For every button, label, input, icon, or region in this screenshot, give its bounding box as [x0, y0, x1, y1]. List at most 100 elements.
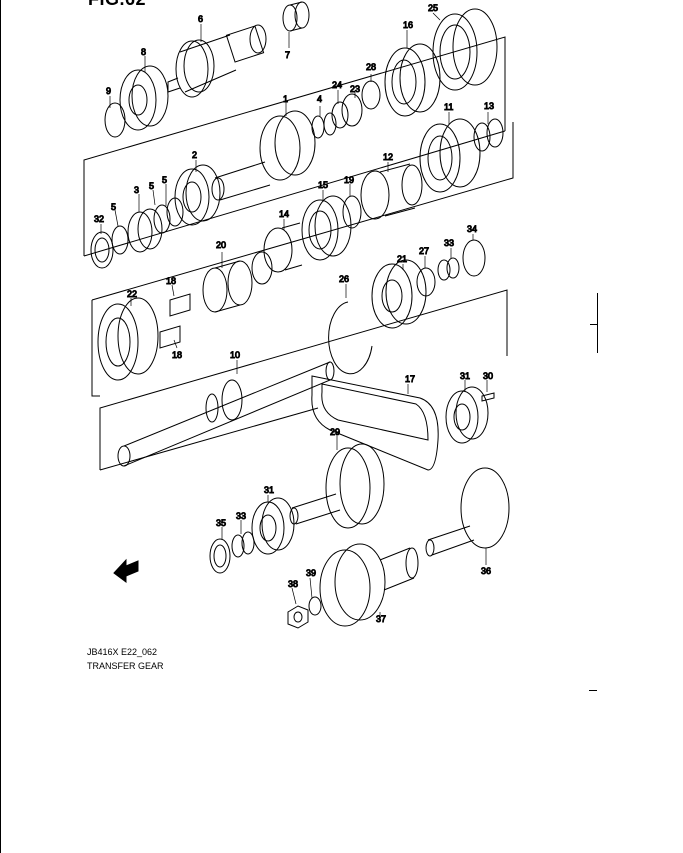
callout-15: 15 [318, 180, 328, 190]
callout-leader-lines [100, 12, 489, 620]
figure-caption: TRANSFER GEAR [87, 661, 164, 671]
callout-14: 14 [279, 209, 289, 219]
callout-25: 25 [428, 3, 438, 13]
callout-32: 32 [94, 214, 104, 224]
part-19-ring [342, 195, 362, 229]
part-5-shim-c [111, 225, 129, 255]
part-5-shim-a [153, 204, 171, 234]
callout-11: 11 [444, 102, 453, 112]
upper-group-frame [83, 36, 506, 256]
part-36-gear-shaft [425, 467, 510, 557]
callout-24: 24 [332, 80, 342, 90]
page-left-border [0, 0, 1, 853]
part-33-needle-bearing-upper [437, 257, 460, 281]
part-7-needle-bearing [282, 1, 310, 32]
callout-10: 10 [230, 350, 240, 360]
front-direction-arrow-icon [113, 558, 139, 583]
figure-title: FIG.62 [88, 0, 146, 10]
callout-22: 22 [127, 289, 137, 299]
part-23-ring [331, 101, 349, 129]
callout-7: 7 [285, 50, 290, 60]
part-8-ball-bearing [119, 65, 169, 131]
part-17-drive-chain [311, 375, 439, 471]
margin-tick [597, 293, 598, 353]
callout-21: 21 [397, 254, 407, 264]
part-20-needle-roller [202, 260, 253, 313]
callout-33-upper: 33 [444, 238, 454, 248]
callout-37: 37 [376, 614, 386, 624]
part-21-bearing [371, 259, 427, 329]
part-15-synchro-sleeve [301, 195, 352, 261]
callout-27: 27 [419, 246, 429, 256]
callout-6: 6 [198, 14, 203, 24]
callout-5c: 5 [111, 202, 116, 212]
part-27-snap-ring [416, 267, 436, 297]
margin-tick-cross [590, 324, 597, 325]
part-28-ring [361, 80, 381, 110]
part-6-pinion-shaft [167, 24, 267, 98]
callout-31-upper: 31 [460, 371, 470, 381]
callout-9: 9 [106, 86, 111, 96]
margin-dash [589, 690, 597, 691]
callout-5a: 5 [149, 181, 154, 191]
callout-35: 35 [216, 518, 226, 528]
part-9-snap-ring [104, 102, 126, 138]
part-2-bearing [174, 164, 221, 226]
part-1-gear-shaft [211, 110, 316, 201]
part-39-washer [308, 596, 322, 616]
part-16-synchro-sleeve [384, 43, 441, 117]
callout-4: 4 [317, 94, 322, 104]
part-18-bearing-half-a [169, 293, 191, 317]
callout-33-lower: 33 [236, 511, 246, 521]
part-3-bearing [127, 208, 163, 253]
callout-8: 8 [141, 47, 146, 57]
part-18-bearing-half-b [159, 325, 181, 349]
part-31-bearing-upper [445, 386, 489, 444]
callout-2: 2 [192, 150, 197, 160]
callout-29: 29 [330, 427, 340, 437]
callout-20: 20 [216, 240, 226, 250]
callout-30: 30 [483, 371, 493, 381]
part-33-needle-bearing-lower [231, 531, 255, 558]
part-14-gear [251, 222, 303, 285]
callout-26: 26 [339, 274, 349, 284]
part-11-drive-gear [419, 118, 481, 193]
group-frame-lines [83, 36, 514, 471]
callout-18-bottom: 18 [172, 350, 182, 360]
part-10-main-shaft [117, 361, 335, 467]
part-13-needle-bearing [473, 118, 504, 152]
part-12-synchro-hub [360, 163, 423, 220]
callout-31-lower: 31 [264, 485, 274, 495]
callout-5b: 5 [162, 175, 167, 185]
callout-18-top: 18 [166, 276, 176, 286]
part-24-washer [341, 93, 363, 127]
part-5-shim-b [166, 197, 184, 227]
callout-17: 17 [405, 374, 415, 384]
part-25-gear-hub [432, 8, 498, 91]
callout-1: 1 [283, 94, 288, 104]
callout-38: 38 [288, 579, 298, 589]
part-37-companion-flange [319, 543, 419, 627]
callout-19: 19 [344, 175, 354, 185]
callout-12: 12 [383, 152, 393, 162]
part-32-oil-seal [90, 231, 114, 269]
callout-36: 36 [481, 566, 491, 576]
part-35-oil-seal [209, 538, 231, 574]
part-38-nut [287, 605, 309, 629]
callout-3: 3 [134, 185, 139, 195]
part-22-gear [97, 297, 159, 381]
callout-16: 16 [403, 20, 413, 30]
drawing-code: JB416X E22_062 [87, 647, 158, 657]
part-34-washer [462, 239, 486, 277]
callout-13: 13 [484, 101, 494, 111]
callout-34: 34 [467, 224, 477, 234]
part-31-bearing-lower [251, 497, 295, 555]
callout-39: 39 [306, 568, 316, 578]
callout-23: 23 [350, 84, 360, 94]
callout-28: 28 [366, 62, 376, 72]
part-29-driven-sprocket [289, 443, 385, 529]
part-30-pin [481, 392, 495, 402]
part-26-snap-ring [328, 301, 373, 375]
callout-labels: 6 7 8 9 16 25 1 4 24 23 28 2 3 5 5 5 32 … [94, 3, 495, 625]
